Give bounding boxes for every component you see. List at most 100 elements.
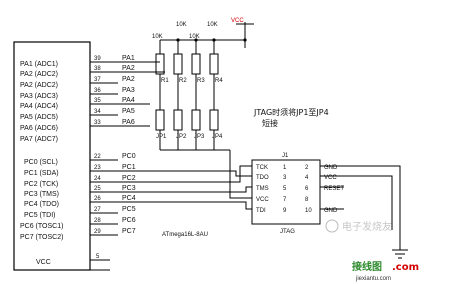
resistor-label: R3 [197, 78, 205, 84]
mcu-pin-label: PA1 (ADC1) [20, 61, 58, 68]
watermark-dotcom: .com [392, 262, 419, 273]
resistor-value: 10K [176, 22, 187, 28]
svg-text:6: 6 [305, 186, 309, 192]
pin-number: 33 [94, 120, 101, 126]
watermark-sub: jiexiantu.com [355, 276, 391, 282]
pin-number: 26 [94, 196, 101, 202]
jtag-ref: J1 [282, 153, 289, 159]
jtag-signal: VCC [324, 175, 337, 181]
resistor-label: R2 [179, 78, 187, 84]
mcu-pin-label: PA4 (ADC4) [20, 103, 58, 110]
vcc-label: VCC [231, 18, 244, 24]
jumper-label: JP3 [194, 134, 205, 140]
jtag-signal: RESET [324, 186, 344, 192]
gnd-symbol [392, 249, 408, 259]
jtag-pin-numbers: 1 3 5 7 9 2 4 6 8 10 [283, 165, 312, 214]
pin-number: 29 [94, 229, 101, 235]
net-label: PC3 [122, 185, 136, 192]
svg-text:3: 3 [283, 175, 287, 181]
svg-text:9: 9 [283, 208, 287, 214]
mcu-pin-label: PC1 (SDA) [24, 170, 59, 177]
jumpers [155, 109, 219, 131]
mcu-pin-label: PC2 (TCK) [24, 181, 58, 188]
svg-text:10: 10 [305, 208, 312, 214]
mcu-pin-label: PA3 (ADC3) [20, 93, 58, 100]
watermark-logo-text: 接线图 [352, 260, 382, 273]
jtag-note: JTAG时须将JP1至JP4 短接 [253, 107, 329, 128]
resistors [155, 53, 219, 75]
jumper-jp4 [209, 109, 219, 131]
watermark: 电子发烧友 接线图 .com jiexiantu.com [325, 219, 419, 282]
resistor-r1 [155, 53, 165, 75]
jtag-wires [160, 149, 401, 250]
pin-number: 34 [94, 109, 101, 115]
pin-number: 36 [94, 88, 101, 94]
net-label: PC0 [122, 153, 136, 160]
mcu-pin-label: PC5 (TDI) [24, 212, 56, 219]
net-label: PC2 [122, 175, 136, 182]
resistor-value: 10K [207, 22, 218, 28]
jumper-jp3 [191, 109, 201, 131]
jumper-jp2 [173, 109, 183, 131]
svg-text:1: 1 [283, 165, 287, 171]
mcu-pin-label: PA7 (ADC7) [20, 136, 58, 143]
mcu-body [13, 41, 91, 271]
svg-text:4: 4 [305, 175, 309, 181]
mcu-pin-label: PA6 (ADC6) [20, 125, 58, 132]
net-label: PC4 [122, 195, 136, 202]
mcu-pin-label: PC7 (TOSC2) [20, 234, 63, 241]
svg-text:8: 8 [305, 197, 309, 203]
note-line-2: 短接 [262, 118, 278, 128]
junction-dots [176, 38, 247, 42]
resistor-labels: R1 R2 R3 R4 [161, 78, 223, 84]
mcu-pin-label: PA2 (ADC2) [20, 71, 58, 78]
svg-text:7: 7 [283, 197, 287, 203]
watermark-logo-icon [325, 219, 339, 233]
net-label: PA2 [122, 65, 135, 72]
pin-number: 25 [94, 186, 101, 192]
net-label: PC5 [122, 206, 136, 213]
jtag-signal: GND [324, 208, 338, 214]
pullup-network [159, 22, 246, 150]
note-line-1: JTAG时须将JP1至JP4 [253, 107, 329, 117]
mcu-pin-label: PC3 (TMS) [24, 191, 59, 198]
resistor-value: 10K [152, 34, 163, 40]
jumper-label: JP2 [176, 134, 187, 140]
net-wires [118, 61, 232, 203]
mcu-part-name: ATmega16L-8AU [162, 232, 208, 238]
power-labels: 10K 10K 10K 10K VCC [152, 18, 244, 40]
svg-text:2: 2 [305, 165, 309, 171]
resistor-r3 [191, 53, 201, 75]
jtag-signal: GND [324, 165, 338, 171]
net-label: PA3 [122, 87, 135, 94]
jtag-signal: TCK [256, 165, 268, 171]
jtag-connector-body [251, 159, 321, 225]
net-label: PA2 [122, 76, 135, 83]
resistor-r2 [173, 53, 183, 75]
jtag-name: JTAG [280, 229, 295, 235]
resistor-r4 [209, 53, 219, 75]
jtag-left-signals: TCK TDO TMS VCC TDI [256, 165, 269, 214]
jtag-signal: VCC [256, 197, 269, 203]
jtag-signal: TMS [256, 186, 269, 192]
pin-number: 24 [94, 176, 101, 182]
pin-number: 22 [94, 154, 101, 160]
mcu-pin-label: PA2 (ADC2) [20, 82, 58, 89]
net-labels: PA1 PA2 PA2 PA3 PA4 PA5 PA6 PC0 PC1 PC2 … [122, 55, 136, 235]
mcu-pin-stubs [90, 61, 118, 271]
jumper-label: JP1 [156, 134, 167, 140]
pin-number: 27 [94, 207, 101, 213]
jtag-signal: TDI [256, 208, 266, 214]
jumper-labels: JP1 JP2 JP3 JP4 [156, 134, 223, 140]
resistor-label: R4 [215, 78, 223, 84]
pin-number: 28 [94, 218, 101, 224]
resistor-value: 10K [189, 34, 200, 40]
net-label: PC6 [122, 217, 136, 224]
mcu-pin-label: PC6 (TOSC1) [20, 223, 63, 230]
jtag-right-signals: GND VCC RESET GND [324, 165, 344, 214]
pin-number: 23 [94, 165, 101, 171]
mcu-pin-label: PA5 (ADC5) [20, 114, 58, 121]
pin-number: 38 [94, 66, 101, 72]
pin-number: 37 [94, 77, 101, 83]
